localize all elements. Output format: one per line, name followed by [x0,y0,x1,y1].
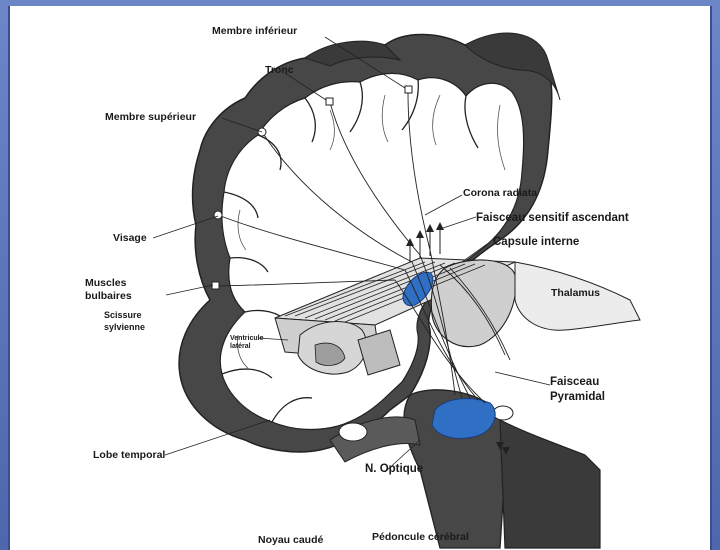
label-bulbaires: bulbaires [85,290,132,302]
label-capsule-interne: Capsule interne [493,236,579,248]
label-noyau-caude: Noyau caudé [258,534,324,546]
label-pedoncule-cerebral: Pédoncule cérébral [372,531,469,543]
label-visage: Visage [113,232,147,244]
label-ventricule: Ventricule [230,335,264,342]
label-muscles: Muscles [85,277,127,289]
thalamus-shape [431,260,516,347]
label-faisceau: Faisceau [550,376,599,388]
label-n-optique: N. Optique [365,463,423,475]
label-thalamus: Thalamus [551,287,600,299]
label-lateral: latéral [230,343,251,350]
label-lobe-temporal: Lobe temporal [93,449,165,461]
label-membre-inferieur: Membre inférieur [212,25,297,37]
label-tronc: Tronc [265,64,294,76]
label-membre-superieur: Membre supérieur [105,111,196,123]
label-sylvienne: sylvienne [104,322,145,332]
label-faisceau-sensitif: Faisceau sensitif ascendant [476,212,629,224]
white-matter [220,73,523,429]
label-scissure: Scissure [104,310,142,320]
label-corona-radiata: Corona radiata [463,187,537,199]
label-pyramidal: Pyramidal [550,391,605,403]
